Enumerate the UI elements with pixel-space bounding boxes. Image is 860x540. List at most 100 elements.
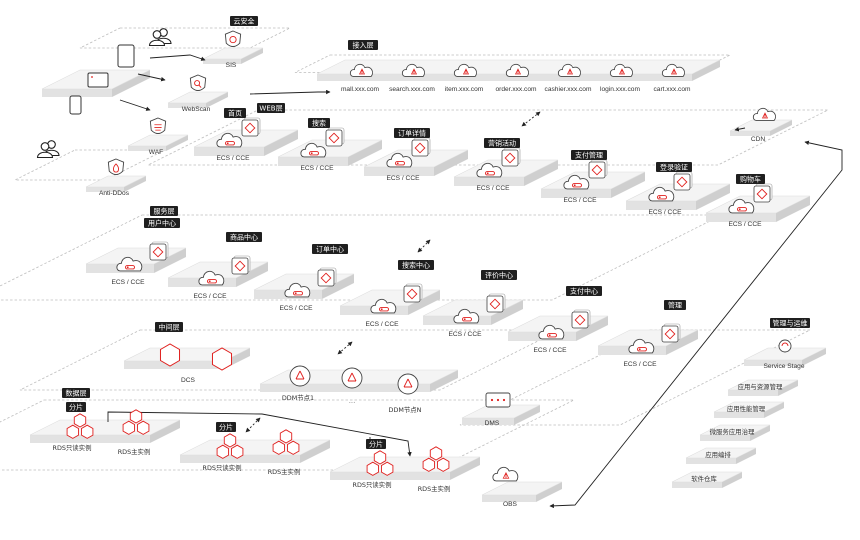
web-chip-4-card <box>588 161 606 179</box>
svc-cloud-6 <box>628 338 655 354</box>
access-cloud-5 <box>609 63 633 77</box>
web-cloud-2 <box>386 152 413 168</box>
tag-svc-0: 用户中心 <box>144 218 180 228</box>
security-slab-0-side <box>241 48 263 64</box>
tag-svc-5-bg <box>566 286 602 296</box>
web-cloud-3-dot <box>486 172 489 175</box>
ddm-icon-0 <box>289 365 311 387</box>
security-slab-0 <box>202 47 264 64</box>
tag-web-4-label: 支付管理 <box>575 150 603 159</box>
web-slab-2-front <box>364 167 434 176</box>
svc-chip-4-card <box>486 295 504 313</box>
tag-svc-5-label: 支付中心 <box>570 286 598 295</box>
web-cloud-1 <box>300 142 327 158</box>
tag-web-4: 支付管理 <box>571 150 607 160</box>
security-icon-1-handle <box>198 84 202 88</box>
ddm-tree-2 <box>403 378 413 388</box>
svc-cloud-4-shape <box>453 308 480 324</box>
shard-primary-icon-0 <box>122 409 150 435</box>
shard-readonly-icon-2-hex-left <box>366 461 379 476</box>
tag-svc-1-label: 商品中心 <box>230 232 258 241</box>
tag-access-layer-bg <box>348 40 378 50</box>
client-platform-front <box>42 89 112 97</box>
svc-chip-2-diamond <box>320 272 332 284</box>
cdn-label: CDN <box>751 136 766 143</box>
zone-access <box>294 54 731 73</box>
obs-cloud-glyph <box>502 471 510 479</box>
web-cloud-4 <box>563 174 590 190</box>
service-stage-icon <box>778 339 792 353</box>
link-monitor-webscan <box>137 73 166 82</box>
link-tablet-sis <box>149 54 206 61</box>
security-slab-3-front <box>86 187 124 192</box>
tag-svc-4-bg <box>481 270 517 280</box>
web-cloud-0 <box>216 132 243 148</box>
tag-middle-layer-bg <box>155 322 183 332</box>
shard-readonly-icon-2-hex-top <box>373 450 387 465</box>
service-stage-label: Service Stage <box>763 363 804 370</box>
shard-readonly-label-2: RDS只读实例 <box>353 480 392 489</box>
svc-cloud-6-shape <box>628 338 655 354</box>
security-slab-1 <box>167 91 229 108</box>
svc-cloud-3 <box>370 298 397 314</box>
security-slab-3-side <box>124 176 146 192</box>
link-access-web <box>521 111 541 127</box>
dcs-slab-front <box>124 361 224 369</box>
security-slab-2 <box>127 134 189 151</box>
security-slab-2-top <box>127 134 189 147</box>
tag-svc-1-bg <box>226 232 262 242</box>
tag-svc-4-label: 评价中心 <box>485 270 513 279</box>
web-cloud-1-dot <box>310 152 313 155</box>
svc-cloud-1-shape <box>198 270 225 286</box>
tag-web-4-bg <box>571 150 607 160</box>
shard-readonly-icon-0-hex-left <box>66 424 79 439</box>
tag-web-0-bg <box>224 108 246 118</box>
shard-slab-1 <box>179 439 331 463</box>
tag-access-layer: 接入层 <box>348 40 378 50</box>
web-chip-3 <box>501 147 521 167</box>
obs-slab-front <box>482 495 536 502</box>
web-cloud-4-dot <box>573 184 576 187</box>
domain-label-5: login.xxx.com <box>600 86 640 93</box>
web-cloud-0-server <box>225 141 235 146</box>
security-slab-2-side <box>166 135 188 151</box>
security-icon-2-bricks <box>154 124 162 131</box>
access-cloud-6-glyph <box>670 68 678 75</box>
security-icon-1-lens <box>194 80 201 87</box>
svc-node-4: ECS / CCE <box>449 331 483 338</box>
shard-primary-icon-1-hex-right <box>287 440 300 455</box>
client-platform-side <box>112 70 150 97</box>
shard-primary-label-1: RDS主实例 <box>268 467 301 476</box>
security-label-0: SIS <box>226 62 237 69</box>
shard-readonly-icon-1-hex-right <box>231 444 244 459</box>
web-chip-4-diamond <box>591 164 603 176</box>
svc-node-1: ECS / CCE <box>194 293 228 300</box>
security-label-2: WAF <box>149 149 163 156</box>
web-chip-4 <box>588 159 608 179</box>
shard-readonly-icon-1-hex-top <box>223 433 237 448</box>
security-icon-3 <box>107 158 125 175</box>
tag-svc-6: 管理 <box>664 300 686 310</box>
zone-ops <box>459 329 811 426</box>
ops-label-4: 软件仓库 <box>691 474 717 483</box>
cdn-slab <box>729 119 793 136</box>
svc-cloud-1-server <box>207 279 217 284</box>
web-cloud-6-server <box>737 207 747 212</box>
web-cloud-5 <box>648 186 675 202</box>
shard-readonly-icon-1-hex-left <box>216 444 229 459</box>
security-label-1: WebScan <box>182 106 211 113</box>
dms-icon <box>485 392 511 408</box>
shard-slab-1-front <box>180 455 300 463</box>
shard-readonly-icon-1 <box>216 433 244 459</box>
ddm-nodeN-label: DDM节点N <box>389 406 422 414</box>
shard-readonly-label-0: RDS只读实例 <box>53 443 92 452</box>
svc-cloud-4-server <box>462 317 472 322</box>
link-shard-replication <box>107 411 412 457</box>
security-slab-1-front <box>168 103 206 108</box>
security-slab-0-top <box>202 47 264 60</box>
svc-chip-5-card <box>571 311 589 329</box>
tag-web-layer-label: WEB层 <box>259 104 282 112</box>
security-icon-3-flame <box>113 163 119 173</box>
ops-label-1: 应用性能管理 <box>727 404 766 413</box>
